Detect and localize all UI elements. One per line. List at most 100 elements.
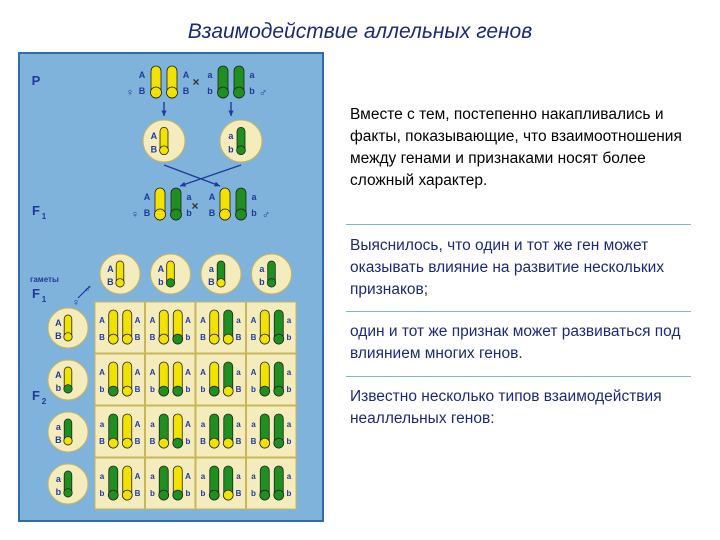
allele-dot	[172, 385, 184, 397]
label-f2: F	[32, 388, 40, 403]
chromosome	[166, 65, 178, 99]
label-f2-sub: 2	[42, 397, 47, 406]
allele-label: b	[249, 86, 255, 96]
allele-label: b	[228, 145, 234, 155]
allele-label: b	[287, 437, 292, 446]
allele-label: B	[236, 385, 242, 394]
female-symbol: ♀	[72, 297, 80, 309]
allele-dot	[208, 385, 220, 397]
punnett-cell	[195, 301, 246, 354]
allele-dot	[233, 86, 245, 99]
allele-label: a	[186, 192, 192, 202]
allele-dot	[170, 208, 182, 221]
chromosome	[208, 309, 220, 345]
punnett-cell	[94, 301, 145, 354]
female-symbol: ♀	[131, 209, 139, 221]
chromosome	[158, 465, 170, 501]
allele-label: b	[251, 489, 256, 498]
allele-label: b	[201, 489, 206, 498]
allele-label: B	[251, 333, 257, 342]
allele-label: b	[186, 208, 192, 218]
allele-label: B	[200, 333, 206, 342]
allele-label: a	[251, 420, 256, 429]
arrow-line	[77, 285, 91, 299]
punnett-cell	[246, 301, 297, 354]
allele-label: A	[158, 264, 165, 274]
allele-label: B	[107, 277, 114, 287]
punnett-cell	[145, 353, 196, 406]
allele-dot	[273, 437, 285, 449]
chromosome	[259, 361, 271, 397]
allele-label: B	[99, 333, 105, 342]
allele-dot	[273, 489, 285, 501]
allele-label: b	[201, 385, 206, 394]
chromosome	[154, 187, 166, 221]
paragraph-4: Известно несколько типов взаимодействия …	[350, 388, 662, 427]
chromosome	[170, 187, 182, 221]
allele-label: b	[186, 489, 191, 498]
punnett-cell	[195, 405, 246, 458]
chromosome	[208, 465, 220, 501]
chromosome	[222, 309, 234, 345]
allele-dot	[222, 333, 234, 345]
chromosome	[172, 413, 184, 449]
allele-label: A	[55, 370, 62, 380]
chromosome	[236, 126, 246, 156]
allele-label: A	[209, 192, 216, 202]
allele-label: A	[151, 131, 158, 141]
allele-dot	[158, 489, 170, 501]
chromosome	[158, 309, 170, 345]
allele-label: B	[150, 333, 156, 342]
allele-dot	[259, 489, 271, 501]
punnett-cell	[246, 457, 297, 510]
allele-dot	[63, 384, 73, 394]
allele-label: A	[144, 192, 151, 202]
allele-label: B	[208, 277, 215, 287]
chromosome	[219, 187, 231, 221]
allele-label: b	[100, 489, 105, 498]
allele-label: b	[186, 437, 191, 446]
allele-dot	[219, 208, 231, 221]
allele-dot	[172, 489, 184, 501]
allele-label: b	[251, 385, 256, 394]
allele-dot	[273, 385, 285, 397]
allele-dot	[172, 437, 184, 449]
allele-dot	[266, 278, 277, 288]
allele-label: A	[139, 70, 146, 80]
allele-dot	[172, 333, 184, 345]
chromosome	[172, 361, 184, 397]
chromosome	[121, 413, 133, 449]
allele-label: a	[100, 420, 105, 429]
allele-dot	[217, 86, 229, 99]
allele-label: B	[251, 437, 257, 446]
punnett-cell	[145, 405, 196, 458]
allele-label: B	[99, 437, 105, 446]
chromosome	[222, 413, 234, 449]
allele-label: a	[287, 472, 292, 481]
allele-label: B	[135, 385, 141, 394]
chromosome	[158, 361, 170, 397]
allele-dot	[166, 86, 178, 99]
divider	[346, 376, 691, 377]
allele-label: a	[228, 131, 234, 141]
allele-dot	[63, 488, 73, 498]
allele-label: B	[209, 208, 216, 218]
allele-label: A	[200, 316, 206, 325]
allele-label: B	[55, 331, 62, 341]
chromosome	[121, 309, 133, 345]
allele-label: a	[236, 472, 241, 481]
allele-dot	[63, 332, 73, 342]
allele-dot	[208, 489, 220, 501]
arrow-head	[214, 181, 220, 187]
allele-label: a	[236, 316, 241, 325]
allele-dot	[259, 385, 271, 397]
arrow-line	[179, 164, 242, 187]
male-symbol: ♂	[262, 209, 270, 221]
allele-label: b	[186, 385, 191, 394]
allele-label: A	[150, 316, 156, 325]
allele-dot	[115, 278, 125, 288]
divider	[346, 311, 691, 312]
allele-label: A	[185, 472, 191, 481]
chromosome	[233, 65, 245, 99]
